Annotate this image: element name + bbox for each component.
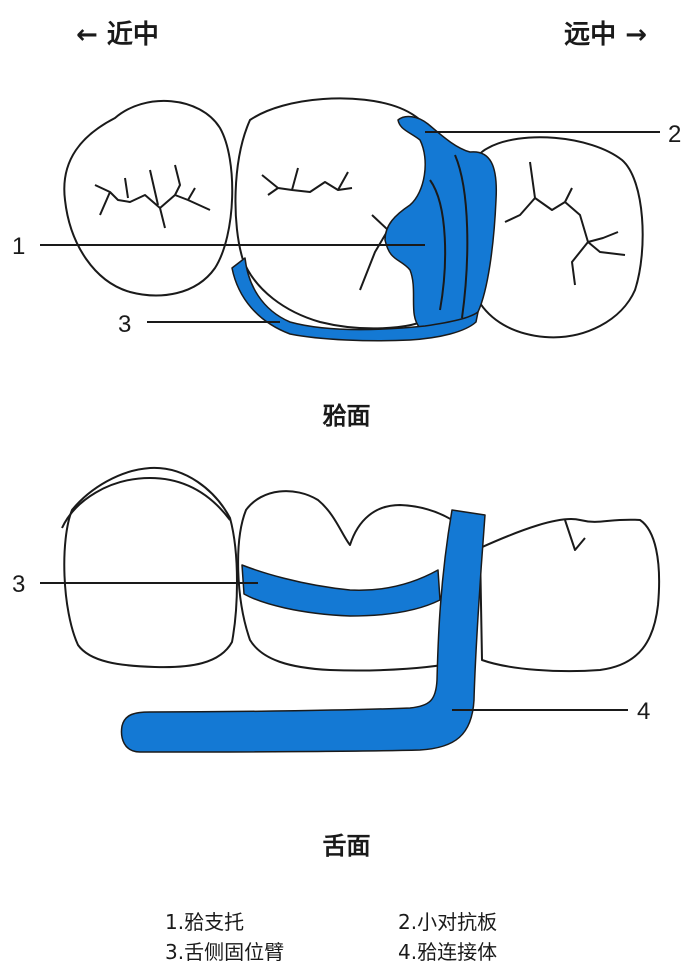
callout-num-lin-3: 3 [12,571,25,598]
legend-item-lingual-arm: 3.舌侧固位臂 [165,937,284,967]
callout-num-1: 1 [12,233,25,260]
lingual-cusp-outline [62,478,230,528]
lingual-notch [565,520,585,550]
callout-num-lin-4: 4 [637,698,650,725]
lingual-tooth-distal [480,519,659,671]
lingual-tooth-mesial [64,468,237,667]
legend-item-reciprocal-plate: 2.小对抗板 [398,907,497,937]
occlusal-rest [385,117,496,329]
legend-item-connector: 4.𬌗连接体 [398,937,497,967]
legend-column: 1.𬌗支托 3.舌侧固位臂 [165,907,284,967]
legend-column: 2.小对抗板 4.𬌗连接体 [398,907,497,967]
legend-item-occlusal-rest: 1.𬌗支托 [165,907,284,937]
minor-connector [122,510,485,752]
occlusal-fissure [95,165,210,228]
callout-num-2: 2 [668,121,681,148]
occlusal-fissure [505,162,625,285]
lingual-view-title: 舌面 [0,826,693,861]
occlusal-fissure [262,168,388,290]
occlusal-view [64,98,642,340]
occlusal-view-title: 𬌗面 [0,396,693,431]
callout-num-3: 3 [118,311,131,338]
lingual-retentive-arm [242,565,440,616]
